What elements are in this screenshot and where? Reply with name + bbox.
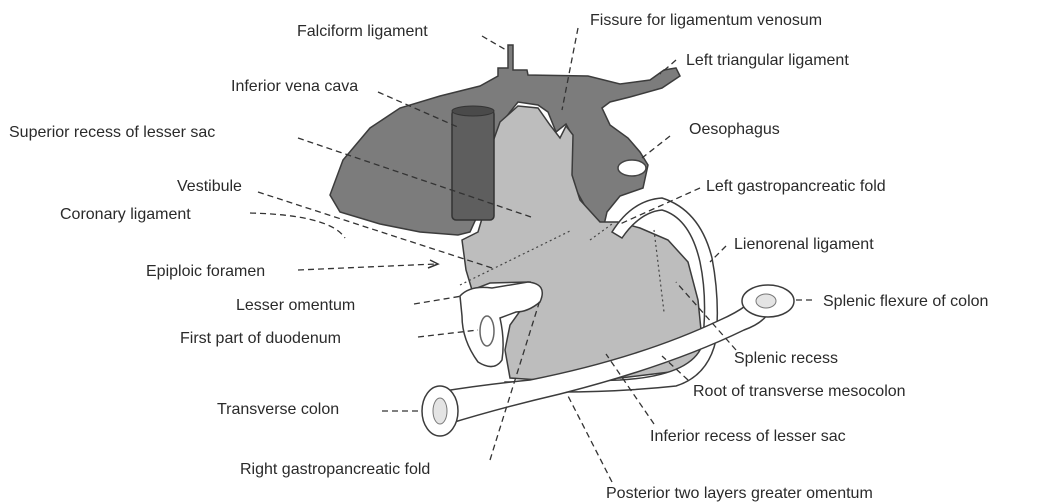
label-left-gastropancreatic-fold: Left gastropancreatic fold: [706, 178, 886, 195]
label-lienorenal-ligament: Lienorenal ligament: [734, 236, 874, 253]
leader-lesser-omentum: [414, 296, 462, 304]
transverse-colon-lumen: [433, 398, 447, 424]
label-falciform-ligament: Falciform ligament: [297, 23, 428, 40]
splenic-flexure-lumen: [756, 294, 776, 308]
label-transverse-colon: Transverse colon: [217, 401, 339, 418]
label-lesser-omentum: Lesser omentum: [236, 297, 355, 314]
leader-coronary: [250, 213, 345, 238]
label-inferior-vena-cava: Inferior vena cava: [231, 78, 358, 95]
label-coronary-ligament: Coronary ligament: [60, 206, 191, 223]
first-part-duodenum-shape: [480, 316, 494, 346]
leader-epiploic: [298, 264, 436, 270]
label-splenic-recess: Splenic recess: [734, 350, 838, 367]
label-root-transverse-mesocolon: Root of transverse mesocolon: [693, 383, 906, 400]
label-first-part-duodenum: First part of duodenum: [180, 330, 341, 347]
oesophagus-shape: [618, 160, 646, 176]
label-splenic-flexure: Splenic flexure of colon: [823, 293, 988, 310]
label-right-gastropancreatic-fold: Right gastropancreatic fold: [240, 461, 430, 478]
label-inferior-recess: Inferior recess of lesser sac: [650, 428, 846, 445]
label-fissure-ligamentum-venosum: Fissure for ligamentum venosum: [590, 12, 822, 29]
leader-falciform: [482, 36, 506, 50]
inferior-vena-cava-shape: [452, 110, 494, 220]
label-oesophagus: Oesophagus: [689, 121, 780, 138]
ivc-top: [452, 106, 494, 116]
label-left-triangular-ligament: Left triangular ligament: [686, 52, 849, 69]
leader-oesophagus: [642, 136, 670, 158]
label-posterior-two-layers: Posterior two layers greater omentum: [606, 485, 873, 502]
leader-posterior-layers: [566, 392, 612, 482]
label-vestibule: Vestibule: [177, 178, 242, 195]
label-epiploic-foramen: Epiploic foramen: [146, 263, 265, 280]
label-superior-recess: Superior recess of lesser sac: [9, 124, 215, 141]
